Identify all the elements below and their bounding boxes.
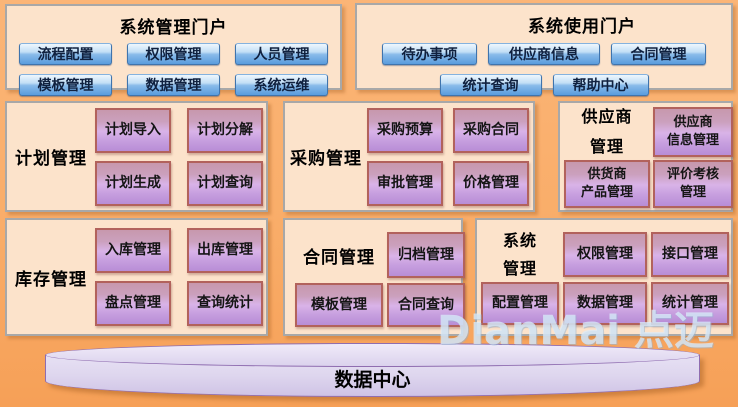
button-row: 待办事项 供应商信息 合同管理	[357, 43, 731, 65]
panel-system-user-portal: 系统使用门户 待办事项 供应商信息 合同管理 统计查询 帮助中心	[355, 3, 733, 96]
button-query-stats[interactable]: 查询统计	[187, 281, 263, 326]
module-button-grid: 采购预算 采购合同 审批管理 价格管理	[367, 107, 529, 206]
button-interface-mgmt[interactable]: 接口管理	[651, 232, 729, 277]
button-contract-mgmt[interactable]: 合同管理	[611, 43, 706, 65]
panel-system-management: 系统 管理 权限管理 接口管理 配置管理 数据管理 统计管理	[475, 218, 733, 336]
data-center-label: 数据中心	[334, 369, 411, 391]
button-supplier-product-mgmt[interactable]: 供货商 产品管理	[564, 160, 650, 208]
panel-inventory-management: 库存管理 入库管理 出库管理 盘点管理 查询统计	[5, 218, 268, 336]
button-todo-items[interactable]: 待办事项	[382, 43, 477, 65]
button-contract-query[interactable]: 合同查询	[387, 283, 465, 327]
button-outbound-mgmt[interactable]: 出库管理	[187, 228, 263, 273]
module-title: 供应商 管理	[581, 106, 633, 156]
module-title: 合同管理	[303, 247, 375, 268]
button-contract-template-mgmt[interactable]: 模板管理	[295, 283, 383, 327]
button-personnel-mgmt[interactable]: 人员管理	[235, 43, 328, 65]
button-plan-decompose[interactable]: 计划分解	[187, 107, 263, 153]
button-help-center[interactable]: 帮助中心	[552, 74, 649, 96]
button-purchase-contract[interactable]: 采购合同	[453, 107, 529, 153]
panel-plan-management: 计划管理 计划导入 计划分解 计划生成 计划查询	[5, 101, 268, 212]
button-stats-mgmt[interactable]: 统计管理	[651, 282, 729, 325]
module-title: 库存管理	[15, 269, 87, 290]
cylinder-top	[45, 343, 700, 367]
button-evaluation-mgmt[interactable]: 评价考核 管理	[653, 160, 733, 208]
button-permission-mgmt[interactable]: 权限管理	[127, 43, 220, 65]
panel-purchase-management: 采购管理 采购预算 采购合同 审批管理 价格管理	[283, 101, 535, 212]
button-sys-data-mgmt[interactable]: 数据管理	[563, 282, 647, 325]
data-center-cylinder: 数据中心	[45, 343, 700, 401]
panel-contract-management: 合同管理 归档管理 模板管理 合同查询	[283, 218, 465, 336]
button-stats-query[interactable]: 统计查询	[439, 74, 542, 96]
button-sys-permission-mgmt[interactable]: 权限管理	[563, 232, 647, 277]
button-process-config[interactable]: 流程配置	[19, 43, 112, 65]
module-title: 系统 管理	[502, 231, 537, 278]
module-button-grid: 入库管理 出库管理 盘点管理 查询统计	[95, 228, 263, 326]
button-template-mgmt[interactable]: 模板管理	[19, 74, 112, 96]
button-archive-mgmt[interactable]: 归档管理	[387, 232, 465, 278]
button-plan-query[interactable]: 计划查询	[187, 160, 263, 206]
module-title: 计划管理	[15, 149, 87, 169]
button-config-mgmt[interactable]: 配置管理	[481, 282, 559, 325]
panel-title: 系统管理门户	[119, 18, 228, 38]
button-data-mgmt[interactable]: 数据管理	[127, 74, 220, 96]
button-system-ops[interactable]: 系统运维	[235, 74, 328, 96]
button-plan-import[interactable]: 计划导入	[95, 107, 171, 153]
panel-supplier-management: 供应商 管理 供应商 信息管理 供货商 产品管理 评价考核 管理	[558, 101, 733, 212]
module-button-grid: 计划导入 计划分解 计划生成 计划查询	[95, 107, 263, 206]
button-row: 统计查询 帮助中心	[357, 74, 731, 96]
button-row: 模板管理 数据管理 系统运维	[7, 74, 340, 96]
button-supplier-info-mgmt[interactable]: 供应商 信息管理	[653, 107, 733, 157]
button-inbound-mgmt[interactable]: 入库管理	[95, 228, 171, 273]
button-purchase-budget[interactable]: 采购预算	[367, 107, 443, 153]
button-approval-mgmt[interactable]: 审批管理	[367, 160, 443, 206]
button-plan-generate[interactable]: 计划生成	[95, 160, 171, 206]
button-row: 流程配置 权限管理 人员管理	[7, 43, 340, 65]
button-stocktake-mgmt[interactable]: 盘点管理	[95, 281, 171, 326]
panel-system-admin-portal: 系统管理门户 流程配置 权限管理 人员管理 模板管理 数据管理 系统运维	[5, 4, 342, 96]
button-price-mgmt[interactable]: 价格管理	[453, 160, 529, 206]
module-title: 采购管理	[290, 149, 362, 169]
panel-title: 系统使用门户	[528, 17, 636, 37]
button-supplier-info[interactable]: 供应商信息	[488, 43, 600, 65]
